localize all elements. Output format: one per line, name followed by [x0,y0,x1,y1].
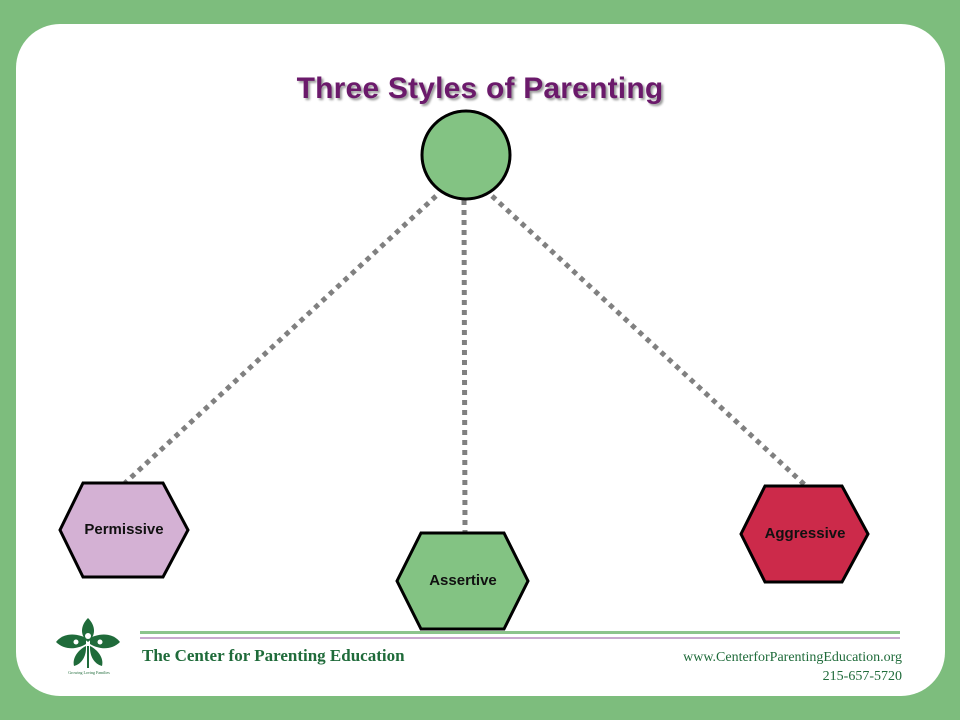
aggressive-label: Aggressive [764,525,846,542]
center-node [420,109,512,201]
organization-name: The Center for Parenting Education [142,646,405,665]
slide-title: Three Styles of Parenting [296,72,664,105]
connector-aggressive [490,194,808,488]
assertive-node [395,531,530,631]
logo-tagline: Growing Loving Families [68,670,110,675]
organization-phone: 215-657-5720 [822,669,902,684]
connector-assertive [461,199,468,534]
organization-website[interactable]: www.CenterforParentingEducation.org [683,650,902,665]
permissive-node [58,481,190,579]
aggressive-node [739,484,870,584]
connector-permissive [123,194,438,485]
organization-logo-icon [56,618,120,668]
footer-rule-green [140,631,900,634]
permissive-label: Permissive [84,521,164,538]
assertive-label: Assertive [429,572,497,589]
footer-rule-purple [140,637,900,639]
